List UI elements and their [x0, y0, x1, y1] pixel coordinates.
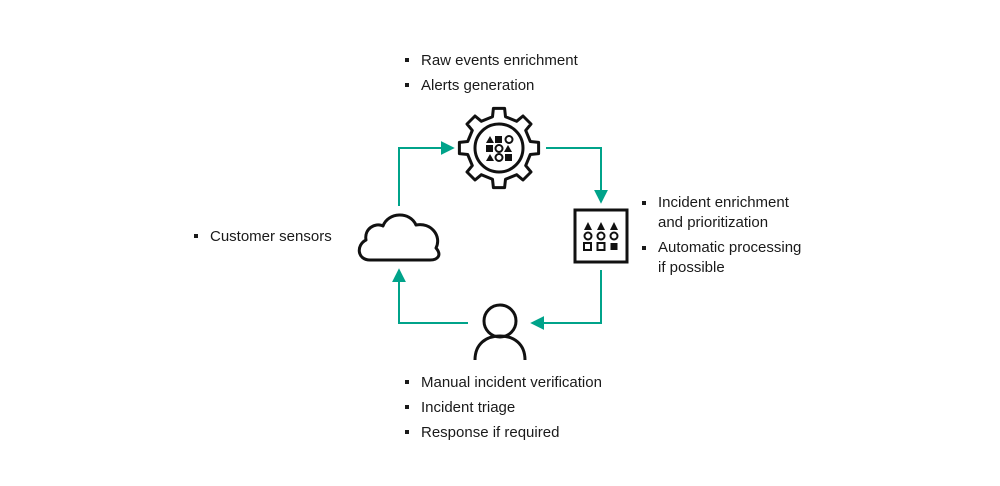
- analyst-bullets: Manual incident verification Incident tr…: [405, 370, 602, 445]
- arrow-incident-to-analyst: [530, 270, 602, 330]
- grid-panel-icon: [573, 208, 629, 264]
- bullet-line: if possible: [658, 259, 725, 276]
- bullet-item: Manual incident verification: [405, 370, 602, 395]
- bullet-item: Customer sensors: [194, 224, 332, 249]
- gear-icon: [457, 106, 541, 190]
- bullet-item: Incident enrichment and prioritization: [642, 193, 801, 233]
- incident-bullets: Incident enrichment and prioritization A…: [642, 193, 801, 283]
- person-icon: [473, 303, 527, 361]
- arrow-analyst-to-sensors: [392, 268, 468, 324]
- bullet-item: Response if required: [405, 420, 602, 445]
- bullet-item: Raw events enrichment: [405, 48, 578, 73]
- bullet-item: Incident triage: [405, 395, 602, 420]
- bullet-line: and prioritization: [658, 214, 769, 231]
- bullet-line: Automatic processing: [658, 239, 802, 256]
- cloud-icon: [357, 213, 441, 262]
- sensors-bullets: Customer sensors: [194, 224, 332, 249]
- bullet-item: Alerts generation: [405, 73, 578, 98]
- arrow-sensors-to-processing: [398, 141, 455, 206]
- arrow-processing-to-incident: [546, 147, 608, 204]
- processing-bullets: Raw events enrichment Alerts generation: [405, 48, 578, 98]
- bullet-line: Incident enrichment: [658, 194, 789, 211]
- bullet-item: Automatic processing if possible: [642, 238, 801, 278]
